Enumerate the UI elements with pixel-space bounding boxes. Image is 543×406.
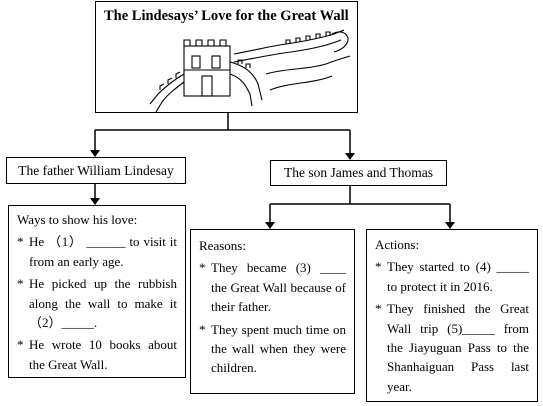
actions-box: Actions: They started to (4) _____ to pr… (366, 229, 538, 402)
father-label-box: The father William Lindesay (6, 157, 186, 184)
father-love-box: Ways to show his love: He （1） ______ to … (8, 205, 186, 378)
list-item: He （1） ______ to visit it from an early … (17, 232, 177, 271)
reasons-box: Reasons: They became (3) ____ the Great … (190, 229, 355, 394)
actions-heading: Actions: (375, 237, 420, 252)
father-love-list: He （1） ______ to visit it from an early … (17, 232, 177, 374)
son-label-box: The son James and Thomas (270, 160, 447, 186)
father-box-heading: Ways to show his love: (17, 212, 138, 227)
title-box: The Lindesays’ Love for the Great Wall (95, 1, 358, 113)
title: The Lindesays’ Love for the Great Wall (104, 8, 349, 24)
list-item: They started to (4) _____ to protect it … (375, 257, 529, 296)
list-item: They became (3) ____ the Great Wall beca… (199, 258, 346, 316)
reasons-list: They became (3) ____ the Great Wall beca… (199, 258, 346, 377)
list-item: They spent much time on the wall when th… (199, 320, 346, 378)
son-label: The son James and Thomas (284, 165, 433, 180)
actions-list: They started to (4) _____ to protect it … (375, 257, 529, 396)
list-item: He picked up the rubbish along the wall … (17, 274, 177, 332)
list-item: They finished the Great Wall trip (5)___… (375, 299, 529, 396)
great-wall-illustration (149, 29, 351, 112)
list-item: He wrote 10 books about the Great Wall. (17, 335, 177, 374)
father-label: The father William Lindesay (18, 162, 174, 178)
reasons-heading: Reasons: (199, 238, 246, 253)
